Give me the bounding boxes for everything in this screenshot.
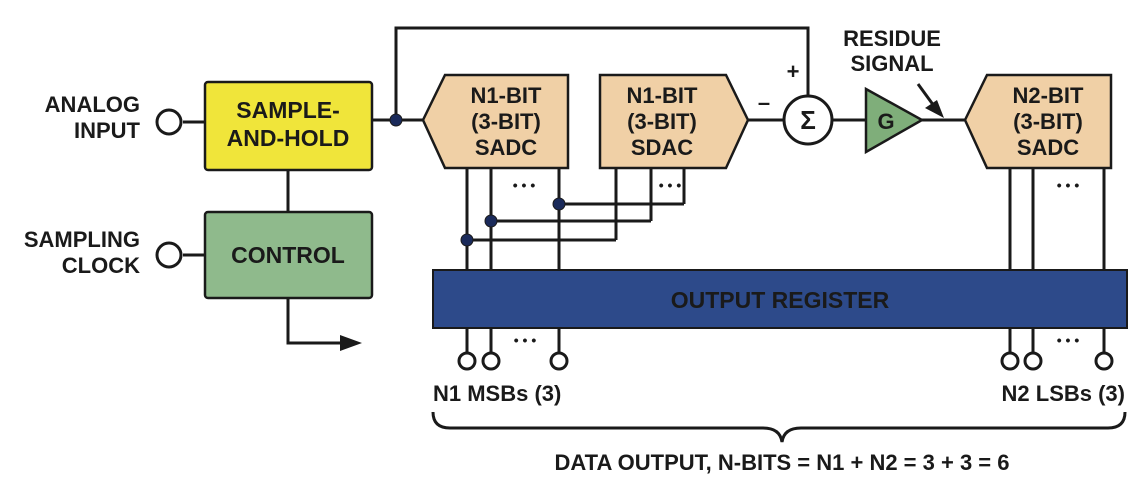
plus-sign: + bbox=[787, 59, 800, 84]
sadc2-block bbox=[963, 73, 1113, 170]
lsb-ellipsis: • • • bbox=[1057, 332, 1080, 348]
sadc1-label: N1-BIT bbox=[471, 83, 542, 108]
analog-input-label: ANALOG bbox=[45, 92, 140, 117]
junction-node bbox=[484, 214, 498, 228]
sampling-clock-label: CLOCK bbox=[62, 253, 140, 278]
feedforward-wire bbox=[394, 26, 810, 120]
sadc2-ellipsis: • • • bbox=[1057, 177, 1080, 193]
control-block bbox=[203, 210, 374, 300]
lsb-output-terminal bbox=[1023, 351, 1043, 371]
sample-and-hold-block bbox=[203, 80, 374, 172]
msb-output-terminal bbox=[457, 351, 477, 371]
data-output-brace bbox=[431, 411, 1127, 443]
junction-node bbox=[460, 233, 474, 247]
sadc1-label: (3-BIT) bbox=[471, 109, 541, 134]
residue-pointer-line bbox=[916, 83, 936, 107]
gain-label: G bbox=[877, 109, 894, 134]
summing-junction bbox=[782, 94, 834, 146]
residue-signal-label: SIGNAL bbox=[850, 51, 933, 76]
control-output-wire bbox=[286, 298, 343, 345]
msb-ellipsis: • • • bbox=[514, 332, 537, 348]
junction-node bbox=[552, 197, 566, 211]
data-output-label: DATA OUTPUT, N-BITS = N1 + N2 = 3 + 3 = … bbox=[555, 450, 1010, 475]
residue-signal-label: RESIDUE bbox=[843, 26, 941, 51]
control-output-arrowhead bbox=[340, 335, 362, 351]
junction-node bbox=[389, 113, 403, 127]
sdac-block bbox=[598, 73, 750, 170]
sadc1-label: SADC bbox=[475, 135, 537, 160]
msb-output-terminal bbox=[549, 351, 569, 371]
sadc2-label: N2-BIT bbox=[1013, 83, 1084, 108]
gain-amplifier bbox=[864, 86, 925, 155]
sample-hold-label: SAMPLE- bbox=[236, 97, 340, 123]
lsb-output-terminal bbox=[1000, 351, 1020, 371]
sdac-label: SDAC bbox=[631, 135, 693, 160]
analog-input-label: INPUT bbox=[74, 118, 141, 143]
analog-input-terminal bbox=[155, 108, 183, 136]
residue-pointer-arrowhead bbox=[925, 100, 944, 118]
minus-sign: – bbox=[758, 90, 770, 115]
sadc1-block bbox=[421, 73, 570, 170]
sdac-label: N1-BIT bbox=[627, 83, 698, 108]
lsbs-label: N2 LSBs (3) bbox=[1002, 381, 1125, 406]
sampling-clock-terminal bbox=[155, 241, 183, 269]
sadc2-label: (3-BIT) bbox=[1013, 109, 1083, 134]
sadc1-ellipsis: • • • bbox=[513, 177, 536, 193]
sampling-clock-label: SAMPLING bbox=[24, 227, 140, 252]
sadc2-label: SADC bbox=[1017, 135, 1079, 160]
msb-output-terminal bbox=[481, 351, 501, 371]
lsb-output-terminal bbox=[1094, 351, 1114, 371]
msbs-label: N1 MSBs (3) bbox=[433, 381, 561, 406]
control-label: CONTROL bbox=[231, 242, 345, 268]
output-register-label: OUTPUT REGISTER bbox=[671, 287, 890, 313]
sample-hold-label: AND-HOLD bbox=[227, 125, 350, 151]
sdac-ellipsis: • • • bbox=[659, 177, 682, 193]
sigma-symbol: Σ bbox=[800, 105, 816, 135]
output-register-block bbox=[432, 269, 1128, 329]
sdac-label: (3-BIT) bbox=[627, 109, 697, 134]
